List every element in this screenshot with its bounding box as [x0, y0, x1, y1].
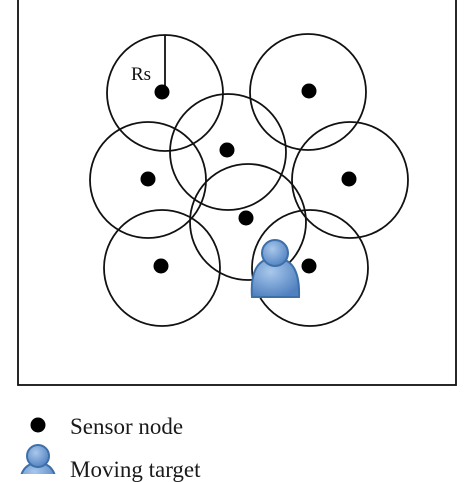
moving-target-icon: [20, 444, 56, 474]
deployment-area-border: [17, 0, 457, 386]
sensor-node-icon: [30, 417, 46, 433]
sensing-range-circle: [89, 121, 207, 239]
sensor-node: [301, 83, 317, 99]
sensor-node: [341, 171, 357, 187]
moving-target-icon: [250, 239, 301, 298]
radius-label: Rs: [131, 64, 151, 85]
sensing-range-circle: [169, 93, 287, 211]
sensor-node: [153, 258, 169, 274]
sensing-range-circle: [291, 121, 409, 239]
legend: [20, 417, 56, 474]
sensing-range-circle: [103, 209, 221, 327]
sensing-range-circle: [189, 163, 307, 281]
sensor-node: [238, 210, 254, 226]
sensing-range-circle: [249, 33, 367, 151]
sensor-node-group: [140, 83, 357, 274]
legend-target-label: Moving target: [70, 457, 201, 482]
sensing-range-circle: [251, 209, 369, 327]
sensor-node: [154, 84, 170, 100]
sensor-node: [140, 171, 156, 187]
sensor-node: [219, 142, 235, 158]
legend-sensor-label: Sensor node: [70, 414, 184, 439]
sensing-range-group: [89, 33, 409, 327]
sensor-node: [301, 258, 317, 274]
